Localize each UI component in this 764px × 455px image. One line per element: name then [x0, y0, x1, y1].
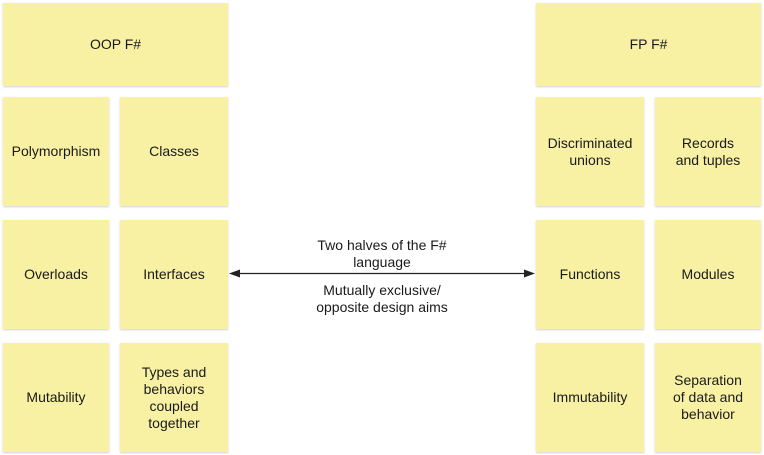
caption-top: Two halves of the F# language: [317, 237, 447, 270]
note-label: Overloads: [24, 266, 88, 282]
note-label: Types and behaviors coupled together: [141, 363, 207, 431]
note-label: Records and tuples: [675, 134, 741, 168]
arrow-head-right: [524, 269, 535, 278]
note-label: Modules: [681, 266, 735, 282]
caption-bottom: Mutually exclusive/ opposite design aims: [316, 282, 448, 315]
note-label: Interfaces: [143, 266, 205, 282]
oop-header-label: OOP F#: [89, 36, 142, 52]
note-label: Mutability: [26, 389, 86, 405]
fp-header-note: FP F#: [536, 3, 761, 86]
note-functions: Functions: [536, 220, 644, 329]
note-classes: Classes: [120, 97, 228, 206]
note-label: Polymorphism: [11, 143, 101, 159]
note-discriminated-unions: Discriminated unions: [536, 97, 644, 206]
note-label: Discriminated unions: [547, 134, 633, 168]
note-separation-of-data: Separation of data and behavior: [655, 343, 761, 452]
note-modules: Modules: [655, 220, 761, 329]
note-label: Functions: [559, 266, 621, 282]
note-overloads: Overloads: [3, 220, 109, 329]
note-interfaces: Interfaces: [120, 220, 228, 329]
arrow-head-left: [229, 269, 240, 278]
note-records-and-tuples: Records and tuples: [655, 97, 761, 206]
fp-header-label: FP F#: [629, 36, 668, 52]
note-types-and-behaviors: Types and behaviors coupled together: [120, 343, 228, 452]
note-polymorphism: Polymorphism: [3, 97, 109, 206]
note-immutability: Immutability: [536, 343, 644, 452]
note-mutability: Mutability: [3, 343, 109, 452]
note-label: Immutability: [552, 389, 628, 405]
note-label: Separation of data and behavior: [672, 372, 744, 422]
note-label: Classes: [149, 143, 199, 159]
oop-header-note: OOP F#: [3, 3, 228, 86]
